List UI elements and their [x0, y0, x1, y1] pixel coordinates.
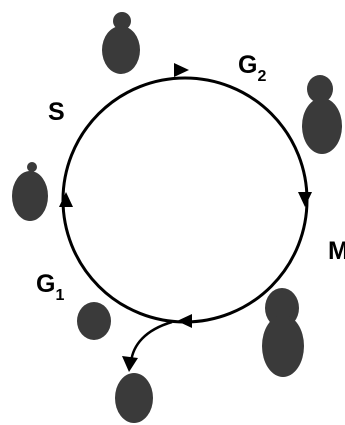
phase-label-g2-main: G: [238, 51, 257, 79]
arrow-left-up: [59, 192, 73, 207]
phase-label-s: S: [48, 98, 65, 126]
phase-label-g2: G2: [238, 51, 266, 85]
exit-arrow-line: [129, 320, 173, 363]
arrow-top-right: [174, 63, 189, 77]
cell-dividing-right: [262, 288, 304, 377]
cell-budding-right: [302, 75, 342, 154]
cell-daughter-bottom: [115, 373, 153, 423]
cell-budding-top: [102, 12, 140, 74]
phase-label-g1-main: G: [36, 270, 55, 298]
arrow-bottom-left: [177, 314, 192, 328]
phase-label-m: M: [328, 237, 345, 265]
phase-label-g1: G1: [36, 270, 64, 304]
arrow-right-down: [298, 192, 312, 207]
cycle-circle: [61, 76, 309, 324]
cell-small-g1: [77, 302, 111, 340]
phase-label-g2-sub: 2: [257, 68, 266, 85]
exit-arrowhead: [122, 356, 138, 372]
cell-budding-left: [12, 162, 48, 221]
phase-label-g1-sub: 1: [55, 287, 64, 304]
